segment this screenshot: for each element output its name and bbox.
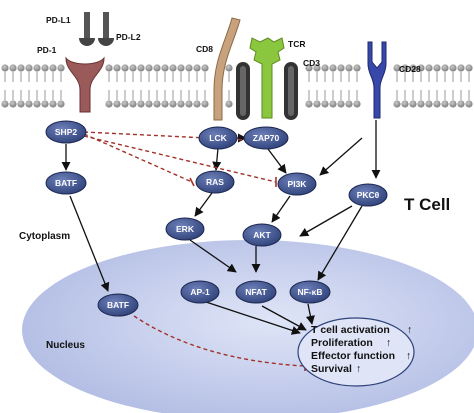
nucleus-label: Nucleus <box>46 340 85 351</box>
cd3-complex: CD3 <box>236 58 320 120</box>
outcome-effector: Effector function <box>311 350 395 362</box>
node-akt-label: AKT <box>253 230 271 240</box>
cd28-label: CD28 <box>399 64 421 74</box>
tcr-receptor: TCR <box>249 37 305 119</box>
pd1-receptor: PD-1 <box>37 45 105 113</box>
outcome-survival-arrow: ↑ <box>356 363 361 375</box>
node-shp2: SHP2 <box>45 120 87 144</box>
node-zap70-label: ZAP70 <box>253 133 280 143</box>
cytoplasm-label: Cytoplasm <box>19 231 70 242</box>
cd28-receptor: CD28 <box>367 41 421 119</box>
outcome-activation-arrow: ↑ <box>407 324 412 336</box>
pd-ligands: PD-L1 PD-L2 <box>46 12 141 46</box>
node-ap1: AP-1 <box>180 280 220 304</box>
outcome-survival: Survival <box>311 363 352 375</box>
node-pkc-label: PKCθ <box>357 190 380 200</box>
node-pkc: PKCθ <box>348 183 388 207</box>
outcome-activation: T cell activation <box>311 324 390 336</box>
node-zap70: ZAP70 <box>243 126 289 150</box>
node-lck-label: LCK <box>209 133 227 143</box>
node-batf-cyto: BATF <box>45 171 87 195</box>
pdl1-label: PD-L1 <box>46 15 71 25</box>
node-nfkb-label: NF-κB <box>297 287 322 297</box>
node-shp2-label: SHP2 <box>55 127 77 137</box>
node-nfat: NFAT <box>235 280 277 304</box>
pdl2-label: PD-L2 <box>116 32 141 42</box>
node-erk-label: ERK <box>176 224 195 234</box>
pd1-label: PD-1 <box>37 45 57 55</box>
outcome-proliferation: Proliferation <box>311 337 373 349</box>
cd8-label: CD8 <box>196 44 213 54</box>
node-nfat-label: NFAT <box>245 287 267 297</box>
node-ap1-label: AP-1 <box>190 287 210 297</box>
signaling-nodes: SHP2 BATF LCK ZAP70 RAS PI3K PKCθ ERK AK… <box>45 120 388 317</box>
node-nfkb: NF-κB <box>289 280 331 304</box>
node-batf-cyto-label: BATF <box>55 178 77 188</box>
node-lck: LCK <box>198 126 238 150</box>
outcome-effector-arrow: ↑ <box>406 350 411 362</box>
cd8-coreceptor: CD8 <box>196 17 241 121</box>
node-ras-label: RAS <box>206 177 224 187</box>
diagram-title: T Cell <box>404 195 450 214</box>
node-pi3k-label: PI3K <box>288 179 308 189</box>
activation-edges <box>61 120 381 335</box>
outcome-proliferation-arrow: ↑ <box>386 337 391 349</box>
cell-membrane <box>1 64 473 108</box>
node-batf-nuc-label: BATF <box>107 300 129 310</box>
node-ras: RAS <box>195 170 235 194</box>
cd3-label: CD3 <box>303 58 320 68</box>
outcomes-box: T cell activation ↑ Proliferation ↑ Effe… <box>297 317 415 387</box>
tcr-label: TCR <box>288 39 305 49</box>
node-akt: AKT <box>242 223 282 247</box>
node-erk: ERK <box>165 217 205 241</box>
node-pi3k: PI3K <box>277 172 317 196</box>
node-batf-nuc: BATF <box>97 293 139 317</box>
